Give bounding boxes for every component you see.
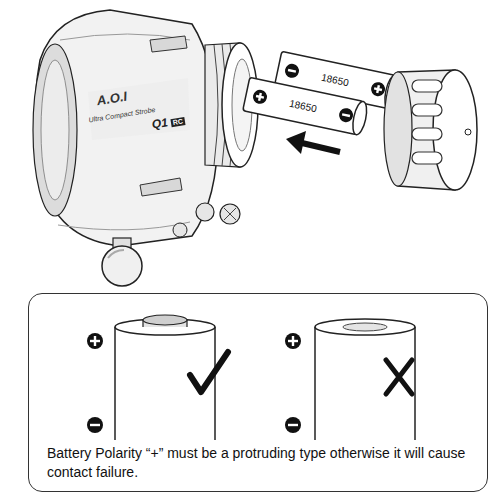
battery-cap — [412, 104, 442, 116]
ball-mount — [108, 250, 124, 258]
battery — [252, 89, 269, 106]
protruding-battery — [143, 315, 187, 325]
insert-arrow — [286, 131, 306, 154]
polarity-symbol — [285, 333, 301, 349]
battery — [342, 113, 350, 117]
battery-label: 18650 — [320, 72, 349, 89]
note-text: Battery Polarity “+” must be a protrudin… — [47, 444, 472, 482]
battery-label: 18650 — [288, 98, 317, 115]
flat-battery — [414, 327, 416, 440]
battery — [350, 100, 369, 136]
protruding-battery — [114, 327, 116, 440]
model-badge: RC — [170, 117, 185, 127]
flat-battery — [343, 323, 387, 331]
flat-battery — [314, 327, 316, 440]
battery-cap — [384, 72, 412, 186]
battery — [370, 81, 387, 98]
strobe-body — [196, 203, 214, 221]
polarity-symbol — [87, 417, 103, 433]
polarity-symbol — [87, 333, 103, 349]
protruding-battery — [190, 352, 228, 392]
battery-cap — [412, 152, 442, 164]
product-line: Ultra Compact Strobe — [88, 106, 156, 124]
protruding-battery — [214, 327, 216, 440]
polarity-symbol — [87, 333, 301, 433]
strobe-body — [33, 44, 77, 216]
battery — [243, 77, 369, 136]
battery-cap — [412, 80, 442, 92]
brand-logo: A.O.I — [96, 90, 128, 109]
ball-mount — [102, 238, 142, 286]
battery — [258, 93, 262, 101]
polarity-symbol — [285, 417, 301, 433]
strobe-body — [58, 222, 190, 230]
strobe-body — [173, 223, 187, 237]
strobe-body — [150, 36, 187, 52]
battery-cap — [384, 70, 477, 190]
strobe-body — [140, 178, 182, 196]
strobe-body — [224, 208, 236, 220]
ball-mount — [102, 246, 142, 286]
polarity-symbol — [94, 336, 96, 346]
strobe-body — [41, 60, 69, 200]
protruding-battery — [115, 315, 228, 440]
battery-cap — [412, 128, 442, 140]
flat-battery — [386, 360, 412, 394]
battery-cap — [465, 129, 471, 135]
battery — [288, 69, 296, 73]
battery — [338, 107, 355, 124]
insert-arrow — [302, 143, 340, 152]
flat-battery — [315, 319, 415, 335]
note-box: Battery Polarity “+” must be a protrudin… — [28, 293, 488, 492]
model-name: Q1 — [151, 116, 169, 132]
flat-battery — [315, 319, 415, 440]
polarity-symbol — [288, 424, 298, 426]
strobe-body — [33, 10, 240, 246]
strobe-body — [88, 78, 190, 140]
polarity-symbol — [292, 336, 294, 346]
battery — [376, 85, 380, 93]
polarity-symbol — [90, 424, 100, 426]
battery-compartment — [214, 45, 218, 165]
strobe-body — [220, 204, 240, 224]
battery — [284, 63, 301, 80]
insert-arrow — [286, 131, 340, 154]
